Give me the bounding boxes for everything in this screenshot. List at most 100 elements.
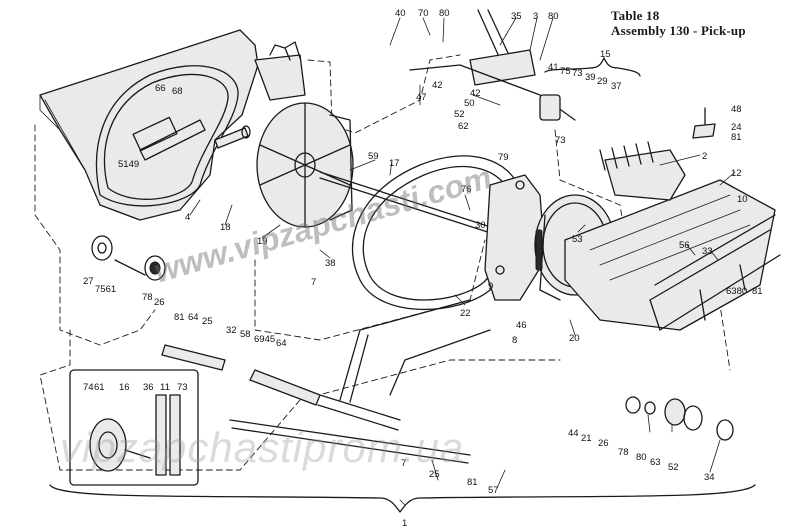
part-18-tube [214,125,251,149]
part-bottom-right-hub [625,396,734,441]
part-35-rod [469,9,536,86]
callout-7: 7 [311,277,316,288]
part-4-belt-housing [39,29,259,221]
inset-detail [69,369,199,486]
group-outline-bottom [39,329,561,471]
callout-36: 36 [143,382,154,393]
callout-7561: 7561 [95,284,116,295]
callout-63: 63 [650,457,661,468]
callout-47: 47 [416,92,427,103]
callout-81: 81 [174,312,185,323]
callout-18: 18 [220,222,231,233]
part-41-bearing [539,94,561,121]
group-1-brace [49,484,756,513]
part-frame-right [649,214,781,331]
callout-78: 78 [618,447,629,458]
callout-labels: 40 70 80 35 3 80 15 42 47 41 75 73 39 29… [83,8,763,529]
callout-21: 21 [581,433,592,444]
callout-66: 66 [155,83,166,94]
part-7-lower-bar [229,419,471,464]
callout-19: 19 [257,236,268,247]
part-10-pickup-housing [564,179,776,331]
callout-64: 64 [276,338,287,349]
callout-15: 15 [600,49,611,60]
table-title: Table 18 [611,8,660,23]
callout-16: 16 [119,382,130,393]
callout-80: 80 [636,452,647,463]
callout-62: 62 [458,121,469,132]
callout-6380: 6380 [726,286,747,297]
leader-lines [189,17,736,506]
callout-57: 57 [488,485,499,496]
callout-7: 7 [401,458,406,469]
callout-73: 73 [177,382,188,393]
callout-35: 35 [511,11,522,22]
group-15-brace [544,57,641,77]
callout-46: 46 [516,320,527,331]
part-48-bolt-group [692,107,716,139]
callout-6945: 6945 [254,334,275,345]
callout-9: 9 [488,281,493,292]
callout-17: 17 [389,158,400,169]
callout-78: 78 [142,292,153,303]
callout-42: 42 [432,80,443,91]
part-arm-rods [339,299,491,403]
callout-24: 24 [731,122,742,133]
callout-5149: 5149 [118,159,139,170]
callout-27: 27 [83,276,94,287]
callout-26: 26 [154,297,165,308]
callout-79: 79 [498,152,509,163]
callout-41: 41 [548,62,559,73]
callout-2: 2 [702,151,707,162]
callout-3: 3 [533,11,538,22]
callout-81: 81 [731,132,742,143]
part-bracket-top [254,41,306,101]
callout-80: 80 [548,11,559,22]
callout-58: 58 [240,329,251,340]
callout-59: 59 [368,151,379,162]
callout-52: 52 [454,109,465,120]
group-outline-mid [254,239,486,341]
callout-20: 20 [569,333,580,344]
callout-56: 56 [679,240,690,251]
part-2-tine-bar [599,141,686,201]
callout-25: 25 [202,316,213,327]
callout-53: 53 [572,234,583,245]
callout-76: 76 [461,184,472,195]
callout-4: 4 [185,212,190,223]
callout-38: 38 [325,258,336,269]
assembly-title: Assembly 130 - Pick-up [611,23,746,38]
callout-29: 29 [597,76,608,87]
callout-74: 74 [83,382,94,393]
callout-48: 48 [731,104,742,115]
callout-80: 80 [439,8,450,19]
callout-64: 64 [188,312,199,323]
callout-37: 37 [611,81,622,92]
callout-10: 10 [737,194,748,205]
callout-70: 70 [418,8,429,19]
group-outline-left [34,124,156,346]
callout-52: 52 [668,462,679,473]
callout-44: 44 [568,428,579,439]
callout-81: 81 [467,477,478,488]
callout-73: 73 [572,68,583,79]
callout-8: 8 [512,335,517,346]
callout-30: 30 [475,220,486,231]
callout-12: 12 [731,168,742,179]
callout-39: 39 [585,72,596,83]
part-25-lower-shaft [161,344,401,431]
callout-40: 40 [395,8,406,19]
callout-50: 50 [464,98,475,109]
part-27-pulley-set [91,235,166,281]
callout-34: 34 [704,472,715,483]
callout-22: 22 [460,308,471,319]
callout-26: 26 [598,438,609,449]
callout-32: 32 [226,325,237,336]
part-19-star-wheel [256,102,354,228]
part-9-side-plate [484,174,546,301]
callout-42: 42 [470,88,481,99]
callout-68: 68 [172,86,183,97]
callout-75: 75 [560,66,571,77]
